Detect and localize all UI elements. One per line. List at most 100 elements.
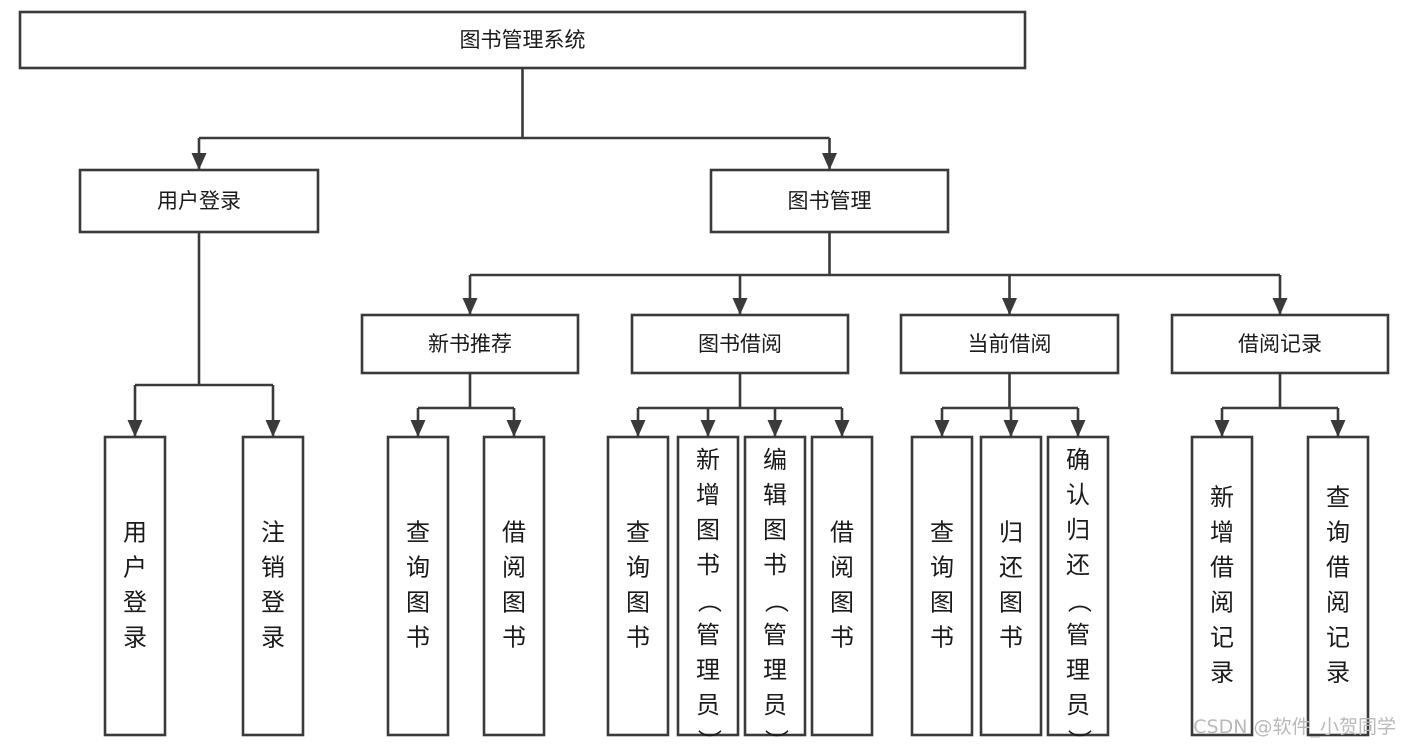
node-box-leaf-borrow-book-2 <box>810 435 874 737</box>
node-label-char: 书 <box>830 624 854 652</box>
node-label-char: 图 <box>406 589 430 617</box>
node-label-user-login: 用户登录 <box>157 189 241 213</box>
node-label-char: 查 <box>1326 484 1350 512</box>
node-box-leaf-add-record <box>1190 435 1254 737</box>
node-label-char: 借 <box>1326 554 1350 582</box>
node-label-current-borrow: 当前借阅 <box>968 332 1052 356</box>
node-box-root <box>18 10 1027 70</box>
node-label-char: 书 <box>999 624 1023 652</box>
node-label-char: 书 <box>626 624 650 652</box>
node-label-char: 新 <box>1210 484 1234 512</box>
node-label-char: （ <box>695 589 723 613</box>
node-box-user-login <box>78 168 320 234</box>
node-label-char: 管 <box>763 621 787 649</box>
node-label-char: 增 <box>1210 519 1234 547</box>
node-user-login[interactable]: 用户登录 <box>78 168 320 234</box>
node-label-char: 查 <box>626 519 650 547</box>
node-label-char: 记 <box>1210 624 1234 652</box>
node-book-management[interactable]: 图书管理 <box>709 168 950 234</box>
arrow-head-icon <box>1002 298 1017 315</box>
node-label-book-management: 图书管理 <box>788 189 872 213</box>
arrow-head-icon <box>934 420 950 437</box>
node-label-char: （ <box>1065 589 1093 613</box>
node-label-char: ） <box>762 729 790 747</box>
node-label-char: 登 <box>261 589 285 617</box>
node-label-char: 图 <box>502 589 526 617</box>
node-label-char: 员 <box>763 691 787 719</box>
node-label-char: 还 <box>1066 551 1090 579</box>
node-book-borrow[interactable]: 图书借阅 <box>630 313 850 375</box>
node-box-borrow-record <box>1170 313 1390 375</box>
node-box-leaf-logout <box>241 435 305 737</box>
node-label-char: 员 <box>696 691 720 719</box>
node-label-char: 书 <box>406 624 430 652</box>
arrow-head-icon <box>265 420 281 437</box>
node-box-leaf-borrow-book-1 <box>482 435 546 737</box>
node-label-char: 辑 <box>763 481 787 509</box>
arrow-head-icon <box>822 153 837 170</box>
node-label-char: 询 <box>1326 519 1350 547</box>
arrow-head-icon <box>506 420 522 437</box>
node-box-book-borrow <box>630 313 850 375</box>
node-label-char: 注 <box>261 519 285 547</box>
arrow-head-icon <box>1003 420 1019 437</box>
node-label-char: 归 <box>1066 516 1090 544</box>
node-label-char: 理 <box>1066 656 1090 684</box>
node-label-char: 询 <box>406 554 430 582</box>
node-label-new-book-recommend: 新书推荐 <box>428 332 512 356</box>
node-label-char: 借 <box>830 519 854 547</box>
node-label-char: 确 <box>1066 446 1090 474</box>
node-box-leaf-user-login <box>103 435 167 737</box>
node-label-char: 增 <box>696 481 720 509</box>
node-label-char: 新 <box>696 446 720 474</box>
node-label-char: 图 <box>626 589 650 617</box>
node-box-leaf-confirm-return <box>1046 435 1110 737</box>
node-label-char: 阅 <box>1326 589 1350 617</box>
node-label-char: 阅 <box>1210 589 1234 617</box>
node-root[interactable]: 图书管理系统 <box>18 10 1027 70</box>
node-borrow-record[interactable]: 借阅记录 <box>1170 313 1390 375</box>
node-label-char: 图 <box>763 516 787 544</box>
node-label-char: 用 <box>123 519 147 547</box>
node-label-char: ） <box>695 729 723 747</box>
node-current-borrow[interactable]: 当前借阅 <box>899 313 1120 375</box>
node-label-char: 销 <box>261 554 285 582</box>
node-box-leaf-add-book <box>676 435 740 737</box>
node-label-char: 还 <box>999 554 1023 582</box>
node-label-char: 查 <box>406 519 430 547</box>
node-label-char: 录 <box>1210 659 1234 687</box>
node-label-char: 归 <box>999 519 1023 547</box>
node-leaf-user-login[interactable]: 用户登录 <box>103 435 167 737</box>
node-label-char: 户 <box>123 554 147 582</box>
node-label-char: 录 <box>261 624 285 652</box>
node-box-leaf-edit-book <box>743 435 807 737</box>
node-label-char: 借 <box>1210 554 1234 582</box>
node-box-leaf-query-book-1 <box>386 435 450 737</box>
node-label-char: 录 <box>1326 659 1350 687</box>
node-box-new-book-recommend <box>360 313 580 375</box>
node-new-book-recommend[interactable]: 新书推荐 <box>360 313 580 375</box>
node-label-char: 书 <box>930 624 954 652</box>
node-label-char: 编 <box>763 446 787 474</box>
node-label-char: 图 <box>930 589 954 617</box>
node-label-char: 借 <box>502 519 526 547</box>
node-label-char: 理 <box>763 656 787 684</box>
node-label-root: 图书管理系统 <box>460 28 586 52</box>
arrow-head-icon <box>732 298 748 315</box>
node-label-char: 阅 <box>502 554 526 582</box>
node-label-char: 书 <box>763 551 787 579</box>
